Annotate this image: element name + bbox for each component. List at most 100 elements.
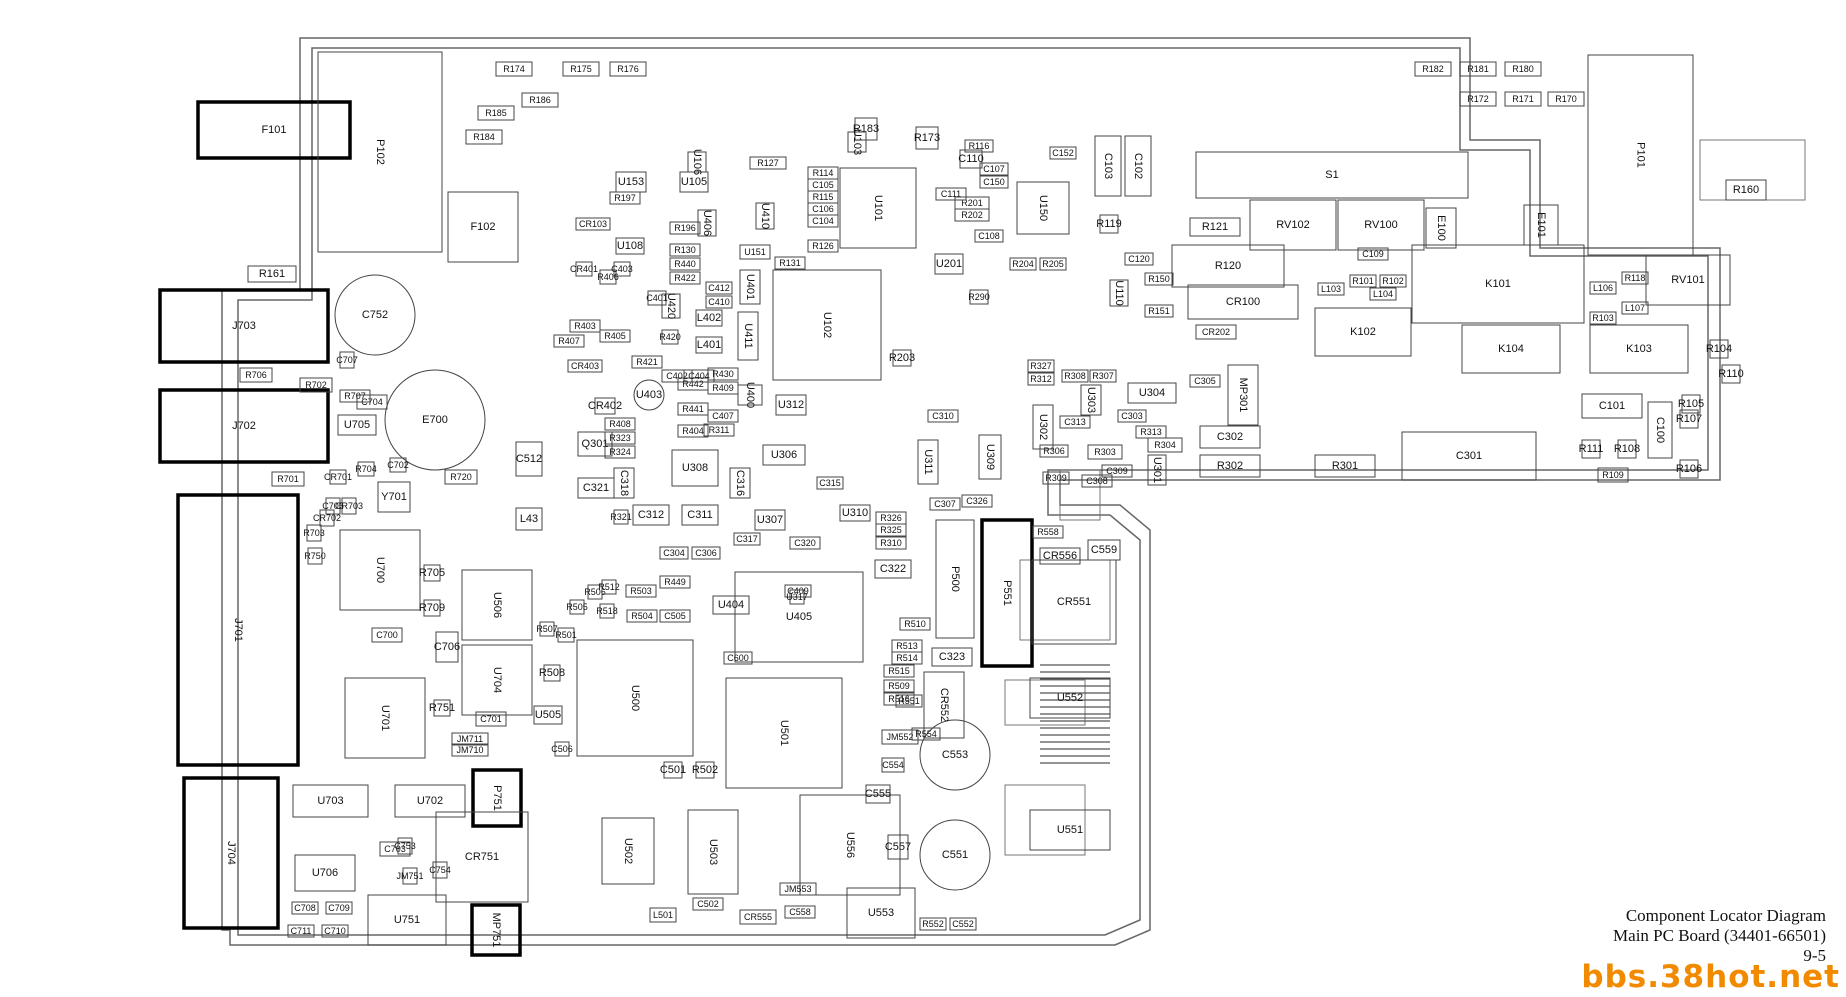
- component-r441: R441: [677, 402, 709, 416]
- component-outline: [669, 221, 701, 235]
- component-label: U552: [1057, 692, 1083, 704]
- component-outline: [567, 359, 603, 373]
- component-outline: [433, 699, 451, 717]
- component-u317: U317: [786, 589, 808, 605]
- component-label: R306: [1043, 446, 1065, 456]
- component-label: U703: [317, 795, 343, 807]
- component-outline: [1459, 61, 1497, 77]
- component-c321: C321: [577, 477, 615, 499]
- component-label: U308: [682, 462, 708, 474]
- component-label: R709: [419, 602, 445, 614]
- component-outline: [1061, 369, 1089, 383]
- component-c315: C315: [816, 476, 844, 490]
- component-label: C412: [708, 283, 730, 293]
- component-outline: [789, 589, 805, 605]
- component-outline: [337, 414, 377, 436]
- component-outline: [613, 261, 631, 277]
- component-k104: K104: [1461, 324, 1561, 374]
- component-c109: C109: [1357, 247, 1389, 261]
- component-r105: R105: [1678, 394, 1704, 414]
- component-c600: C600: [723, 651, 753, 665]
- component-k101: K101: [1411, 244, 1585, 324]
- component-outline: [1504, 61, 1542, 77]
- component-label: R404: [682, 426, 704, 436]
- component-r705: R705: [419, 564, 445, 582]
- component-c404: C404: [683, 369, 715, 383]
- component-label: R118: [1625, 273, 1646, 283]
- component-outline: [604, 417, 636, 431]
- component-label: RV101: [1671, 274, 1704, 286]
- component-r403: R403: [569, 319, 601, 333]
- component-jm751: JM751: [396, 867, 424, 885]
- component-r182: R182: [1414, 61, 1452, 77]
- component-r751: R751: [429, 699, 455, 717]
- component-label: JM553: [784, 884, 811, 894]
- component-outline: [807, 214, 839, 228]
- component-label: P101: [1635, 142, 1647, 168]
- component-label: R301: [1332, 460, 1358, 472]
- component-outline: [775, 394, 807, 416]
- component-label: C558: [789, 907, 811, 917]
- component-r173: R173: [914, 126, 940, 150]
- component-label: R114: [813, 168, 834, 178]
- component-c301: C301: [1401, 431, 1537, 481]
- component-r186: R186: [521, 92, 559, 108]
- component-r702: R702: [299, 377, 333, 393]
- component-e700: E700: [384, 369, 486, 471]
- component-cr401: CR401: [570, 261, 598, 277]
- component-label: R442: [682, 379, 704, 389]
- component-r202: R202: [954, 208, 990, 222]
- component-outline: [707, 409, 739, 423]
- component-label: R403: [574, 321, 596, 331]
- component-outline: [754, 509, 786, 531]
- component-label: R408: [609, 419, 631, 429]
- component-label: R552: [922, 919, 944, 929]
- component-outline: [435, 811, 529, 903]
- component-r196: R196: [669, 221, 701, 235]
- component-label: R308: [1064, 371, 1086, 381]
- component-label: C108: [978, 231, 1000, 241]
- component-c313: C313: [1059, 415, 1091, 429]
- component-outline: [470, 903, 522, 957]
- component-label: R323: [609, 433, 631, 443]
- component-label: R321: [610, 512, 632, 522]
- component-outline: [432, 861, 448, 879]
- component-label: R751: [429, 702, 455, 714]
- component-label: C707: [336, 355, 358, 365]
- component-r513: R513: [891, 639, 923, 653]
- component-rv100: RV100: [1337, 199, 1425, 251]
- component-outline: [695, 309, 723, 327]
- component-label: C711: [291, 926, 312, 936]
- component-outline: [661, 293, 681, 319]
- component-c100: C100: [1647, 401, 1673, 459]
- component-r312: R312: [1027, 372, 1055, 386]
- component-outline: [733, 532, 761, 546]
- board-name: Main PC Board (34401-66501): [1613, 926, 1826, 945]
- component-cr751: CR751: [435, 811, 529, 903]
- component-outline: [292, 784, 369, 818]
- component-r512: R512: [598, 579, 620, 595]
- component-outline: [1039, 257, 1067, 271]
- component-c558: C558: [784, 905, 816, 919]
- component-c506: C506: [551, 741, 573, 757]
- component-c754: C754: [429, 861, 451, 879]
- component-outline: [367, 894, 447, 946]
- component-u307: U307: [754, 509, 786, 531]
- component-label: E100: [1435, 215, 1447, 241]
- component-label: U151: [744, 247, 766, 257]
- component-r170: R170: [1547, 91, 1585, 107]
- component-j703: J703: [158, 288, 330, 364]
- component-outline: [1195, 151, 1469, 199]
- component-label: R405: [604, 331, 626, 341]
- component-r704: R704: [355, 461, 377, 477]
- component-outline: [1147, 454, 1167, 486]
- component-label: U150: [1037, 195, 1049, 221]
- component-label: R170: [1555, 94, 1577, 104]
- component-outline: [447, 191, 519, 263]
- component-r706: R706: [239, 367, 273, 383]
- component-label: U556: [844, 832, 856, 858]
- component-label: U317: [786, 592, 808, 602]
- component-label: R312: [1030, 374, 1052, 384]
- component-label: J704: [225, 841, 237, 865]
- component-outline: [339, 389, 371, 403]
